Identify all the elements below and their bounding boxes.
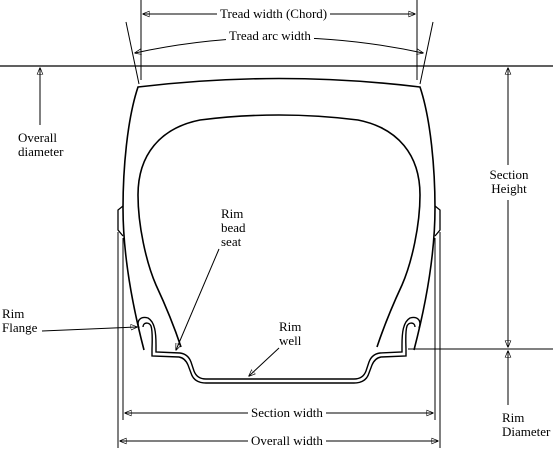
- overall-diameter-label-line2: diameter: [18, 144, 64, 159]
- rim-flange-label-line1: Rim: [2, 306, 25, 321]
- rim-diameter-label-line1: Rim: [502, 410, 525, 425]
- section-height-label-line1: Section: [489, 167, 529, 182]
- rim-well-label-line1: Rim: [279, 319, 302, 334]
- tread-arc-width-label: Tread arc width: [226, 29, 314, 43]
- rim-flange-label-line2: Flange: [2, 320, 38, 335]
- rim-well-label-line2: well: [279, 333, 302, 348]
- right-sidewall-rib: [434, 205, 441, 237]
- rim-inner-line: [142, 322, 416, 384]
- tread-arc-ext-left: [125, 21, 140, 85]
- rim-bead-seat-leader: [176, 248, 220, 350]
- rim-outer-line: [137, 316, 421, 380]
- tread-arc-ext-right: [419, 21, 434, 85]
- rim-diameter-label: Rim Diameter: [502, 411, 550, 439]
- rim-well-label: Rim well: [279, 320, 301, 348]
- section-height-label: Section Height: [486, 168, 532, 196]
- rim-bead-seat-label-line1: Rim: [221, 206, 244, 221]
- overall-width-label: Overall width: [248, 434, 326, 448]
- tire-outer-contour: [122, 77, 436, 351]
- section-width-label: Section width: [248, 406, 326, 420]
- left-sidewall-rib: [117, 205, 124, 237]
- rim-flange-leader: [41, 327, 137, 332]
- rim-bead-seat-label: Rim bead seat: [221, 207, 246, 249]
- overall-diameter-label: Overall diameter: [18, 131, 63, 159]
- rim-bead-seat-label-line2: bead: [221, 220, 246, 235]
- tire-inner-contour: [137, 114, 421, 348]
- rim-well-leader: [249, 347, 280, 376]
- section-height-label-line2: Height: [491, 181, 527, 196]
- rim-bead-seat-label-line3: seat: [221, 234, 242, 249]
- rim-flange-label: Rim Flange: [2, 307, 37, 335]
- tread-width-chord-label: Tread width (Chord): [217, 7, 331, 21]
- overall-diameter-label-line1: Overall: [18, 130, 57, 145]
- rim-diameter-label-line2: Diameter: [502, 424, 551, 439]
